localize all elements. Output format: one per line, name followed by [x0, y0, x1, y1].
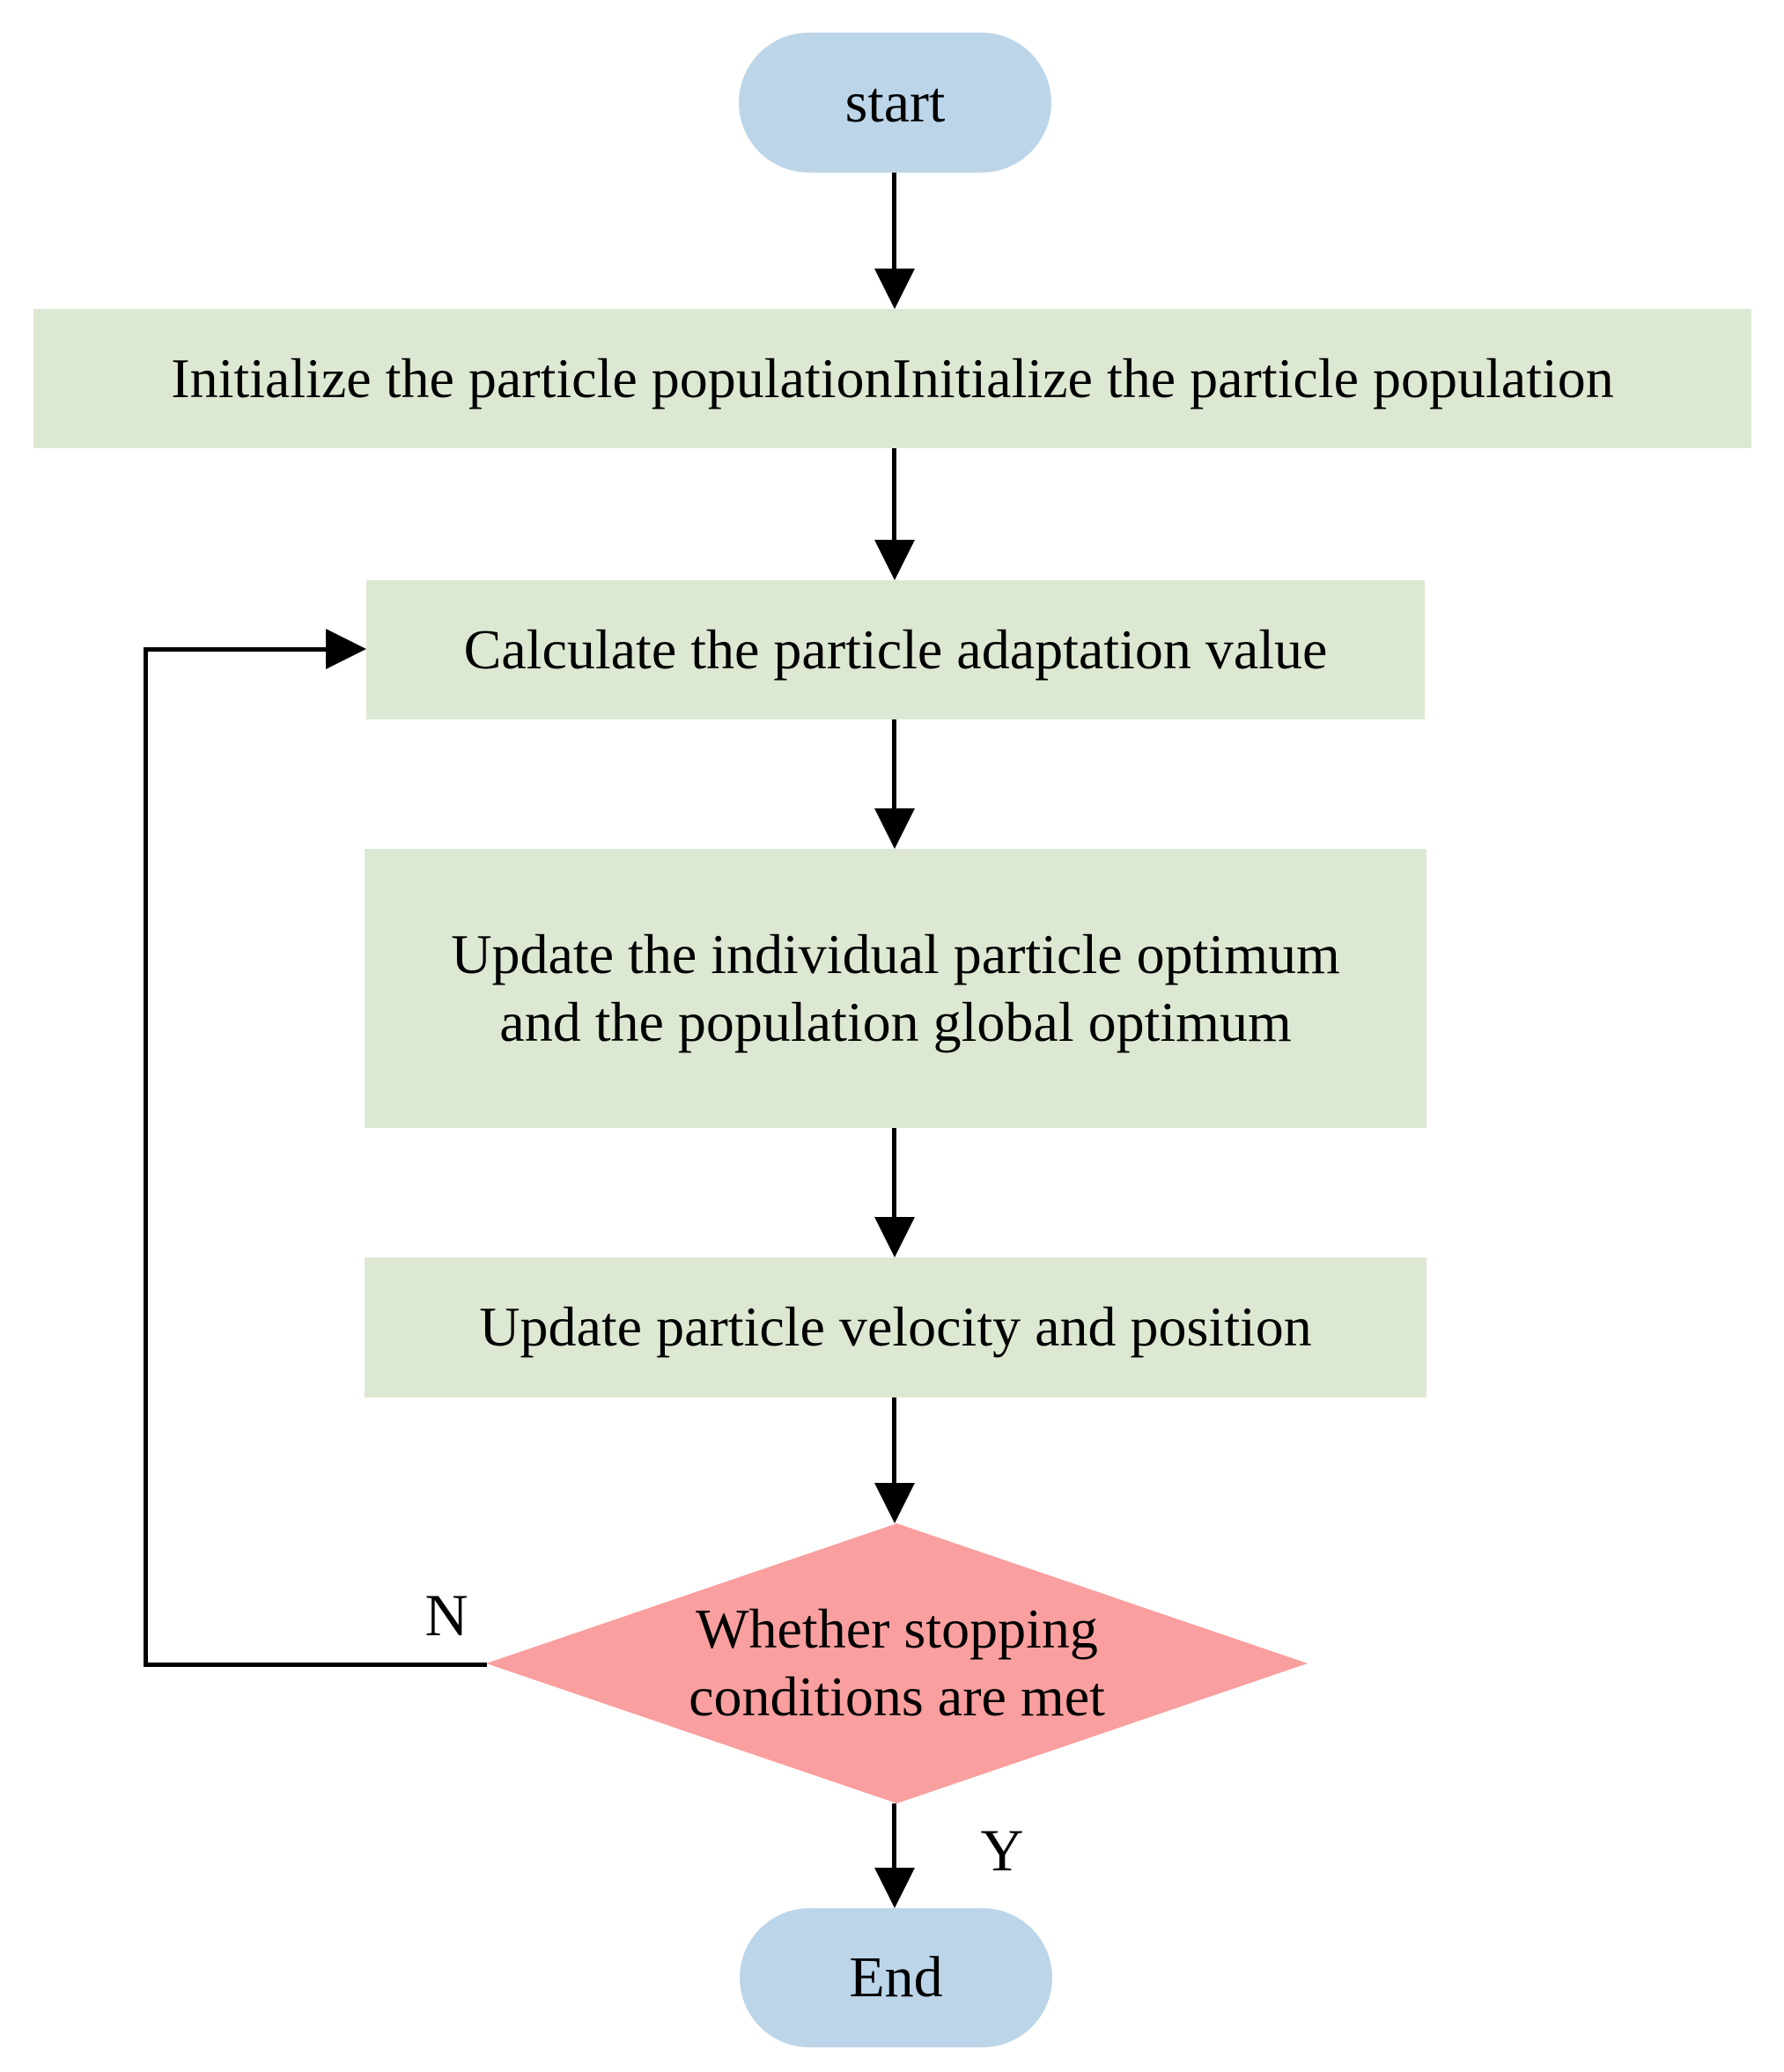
end-node: End	[740, 1908, 1052, 2047]
arrow-decision-to-end-line	[892, 1803, 896, 1869]
stopping-condition-decision-node: Whether stopping conditions are met	[486, 1523, 1308, 1803]
loop-no-arrow-head-icon	[326, 629, 366, 669]
edge-label-no: N	[424, 1582, 468, 1648]
arrow-calculate-to-optimum-line	[892, 719, 896, 810]
stopping-condition-decision-label: Whether stopping conditions are met	[689, 1597, 1105, 1728]
arrow-initialize-to-calculate-line	[892, 448, 896, 542]
arrow-optimum-to-velocity-head-icon	[874, 1217, 915, 1257]
arrow-velocity-to-decision-line	[892, 1397, 896, 1485]
update-optimum-node: Update the individual particle optimum a…	[365, 849, 1426, 1128]
arrow-calculate-to-optimum-head-icon	[874, 808, 915, 849]
arrow-initialize-to-calculate-head-icon	[874, 540, 915, 580]
loop-no-line-vertical	[144, 647, 148, 1667]
arrow-optimum-to-velocity-line	[892, 1128, 896, 1219]
arrow-start-to-initialize-head-icon	[874, 269, 915, 309]
initialize-population-node: Initialize the particle populationInitia…	[33, 309, 1751, 448]
loop-no-line-bottom	[144, 1663, 487, 1667]
start-node: start	[739, 33, 1051, 173]
edge-label-yes: Y	[980, 1817, 1024, 1884]
arrow-velocity-to-decision-head-icon	[874, 1483, 915, 1523]
arrow-decision-to-end-head-icon	[874, 1868, 915, 1908]
update-velocity-position-node: Update particle velocity and position	[365, 1257, 1426, 1397]
calculate-adaptation-node: Calculate the particle adaptation value	[366, 580, 1425, 719]
loop-no-line-top	[144, 647, 328, 652]
arrow-start-to-initialize-line	[892, 173, 896, 271]
